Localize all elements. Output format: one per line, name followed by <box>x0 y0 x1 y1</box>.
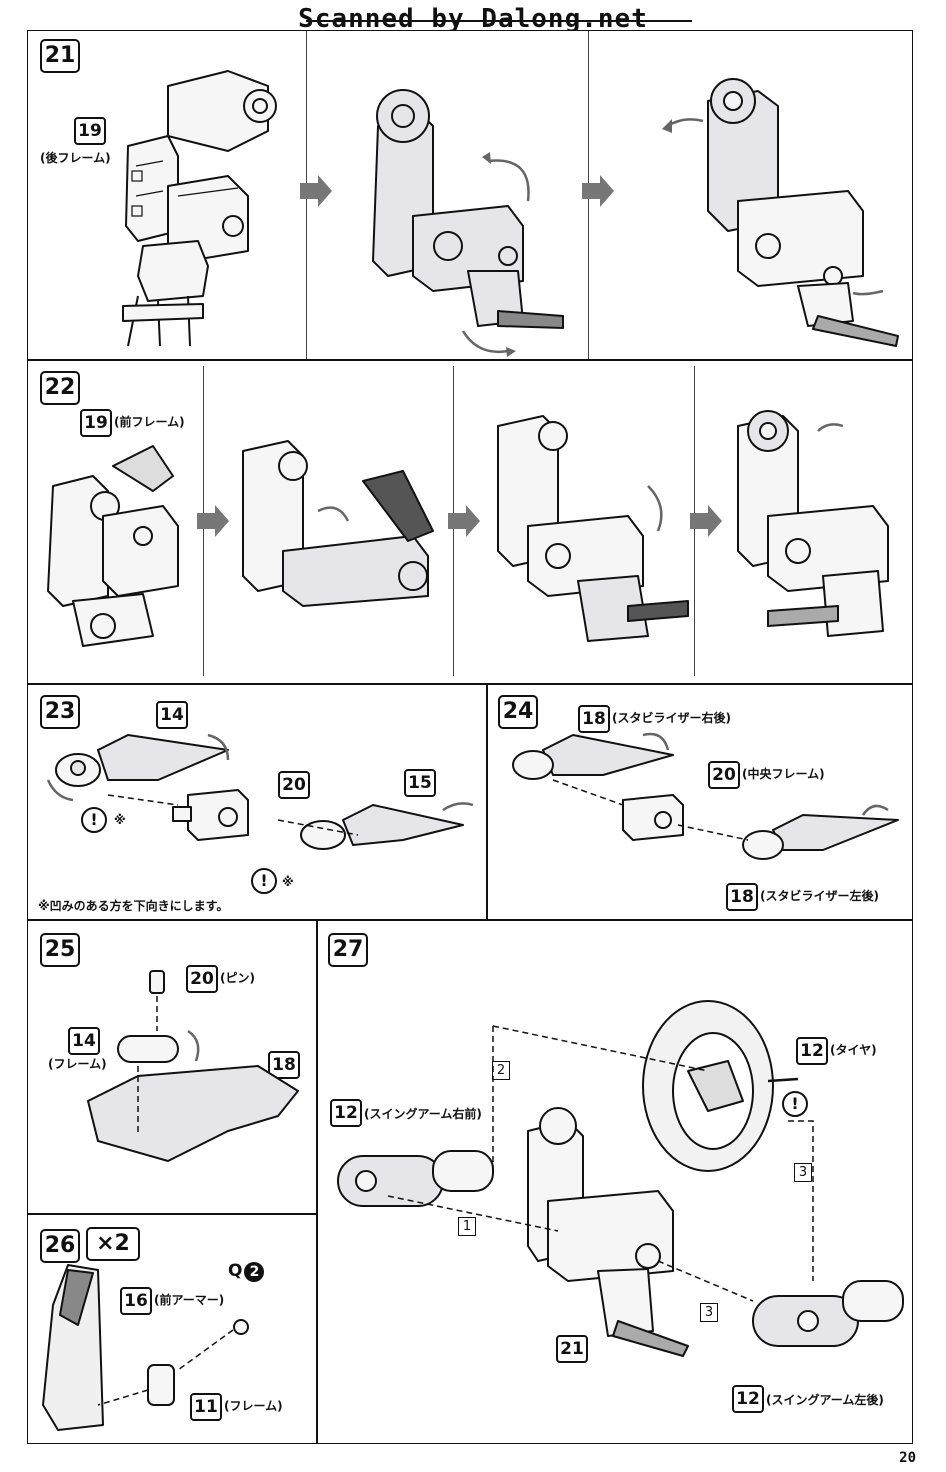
step-26-label-frame: (フレーム) <box>224 1399 283 1413</box>
step-22-fold-illustration <box>497 415 689 642</box>
step-24-number: 24 <box>498 695 538 729</box>
step-23-note: ※凹みのある方を下向きにします。 <box>38 899 229 913</box>
step-23-kome-mark: ※ <box>114 813 126 827</box>
step-27-label-right-front: (スイングアーム右前) <box>364 1107 482 1121</box>
step-23-part-14-illustration <box>46 733 230 802</box>
step-27-panel: 27 12 (タイヤ) 12 (スイングアーム右前) 21 12 (スイングアー… <box>317 920 913 1444</box>
step-27-number: 27 <box>328 933 368 967</box>
warning-icon: ! <box>782 1091 808 1117</box>
step-26-part-16: 16 <box>120 1287 152 1315</box>
step-26-number: 26 <box>40 1229 80 1263</box>
step-21-frame-illustration <box>122 70 277 347</box>
step-24-label-right: (スタビライザー右後) <box>612 711 731 725</box>
warning-icon: ! <box>251 868 277 894</box>
step-23-part-20: 20 <box>278 771 310 799</box>
step-24-part-20: 20 <box>708 761 740 789</box>
step-25-label-pin: (ピン) <box>220 971 255 985</box>
step-24-label-center: (中央フレーム) <box>742 767 825 781</box>
step-27-sequence-3b: 3 <box>700 1303 718 1322</box>
step-21-result-illustration <box>662 78 899 347</box>
warning-icon: ! <box>81 807 107 833</box>
step-22-flow-arrow <box>690 505 722 537</box>
step-23-dashed-guide <box>107 794 359 836</box>
step-27-part-21: 21 <box>556 1335 588 1363</box>
step-24-illustration <box>512 732 899 860</box>
step-25-number: 25 <box>40 933 80 967</box>
step-26-times-badge: ×2 <box>86 1227 140 1261</box>
step-25-part-14: 14 <box>68 1027 100 1055</box>
step-22-flow-arrow <box>448 505 480 537</box>
step-21-panel: 21 19 (後フレーム) <box>27 30 913 360</box>
step-24-part-18-left: 18 <box>726 883 758 911</box>
step-25-part-18: 18 <box>268 1051 300 1079</box>
step-26-part-11: 11 <box>190 1393 222 1421</box>
page-number: 20 <box>899 1450 916 1466</box>
step-23-part-14: 14 <box>156 701 188 729</box>
step-21-flow-arrow <box>300 175 332 207</box>
runner-number: 2 <box>244 1262 265 1282</box>
step-21-flow-arrow <box>582 175 614 207</box>
watermark-underline <box>306 20 692 22</box>
step-23-kome-mark: ※ <box>282 875 294 889</box>
step-21-number: 21 <box>40 39 80 73</box>
step-25-part-20: 20 <box>186 965 218 993</box>
step-24-label-left: (スタビライザー左後) <box>760 889 879 903</box>
step-25-label-frame: (フレーム) <box>48 1057 107 1071</box>
step-24-part-18-right: 18 <box>578 705 610 733</box>
step-26-illustration <box>42 1264 249 1431</box>
step-21-part-label: (後フレーム) <box>40 151 111 165</box>
step-22-flow-arrow <box>197 505 229 537</box>
step-22-number: 22 <box>40 371 80 405</box>
step-24-panel: 24 18 (スタビライザー右後) 20 (中央フレーム) 18 (スタビライザ… <box>487 684 913 920</box>
step-25-illustration <box>87 970 299 1162</box>
watermark-text: Scanned by Dalong.net <box>298 4 648 34</box>
step-23-number: 23 <box>40 695 80 729</box>
step-21-part-number: 19 <box>74 117 106 145</box>
step-22-part-label: (前フレーム) <box>114 415 185 429</box>
step-23-part-15: 15 <box>404 769 436 797</box>
step-21-rotate-illustration <box>372 89 564 357</box>
step-27-part-12-right-front: 12 <box>330 1099 362 1127</box>
step-27-label-tire: (タイヤ) <box>830 1043 877 1057</box>
step-22-rotate-illustration <box>242 440 434 607</box>
step-23-part-20-illustration <box>172 789 249 841</box>
step-27-part-12-left-rear: 12 <box>732 1385 764 1413</box>
step-22-part-number: 19 <box>80 409 112 437</box>
step-26-label-armor: (前アーマー) <box>154 1293 225 1307</box>
step-27-illustration <box>337 1000 904 1357</box>
step-27-part-12-tire: 12 <box>796 1037 828 1065</box>
step-22-frame-illustration <box>47 445 179 647</box>
step-23-panel: 23 14 20 15 ! ※ ! ※ ※凹みのある方を下向きにします。 <box>27 684 487 920</box>
step-25-panel: 25 20 (ピン) 14 (フレーム) 18 <box>27 920 317 1214</box>
runner-letter: Q <box>228 1261 243 1281</box>
step-23-part-15-illustration <box>300 802 474 850</box>
step-27-sequence-1: 1 <box>458 1217 476 1236</box>
step-22-panel: 22 19 (前フレーム) <box>27 360 913 684</box>
step-27-sequence-3: 3 <box>794 1163 812 1182</box>
step-27-label-left-rear: (スイングアーム左後) <box>766 1393 884 1407</box>
step-22-result-illustration <box>737 410 889 637</box>
